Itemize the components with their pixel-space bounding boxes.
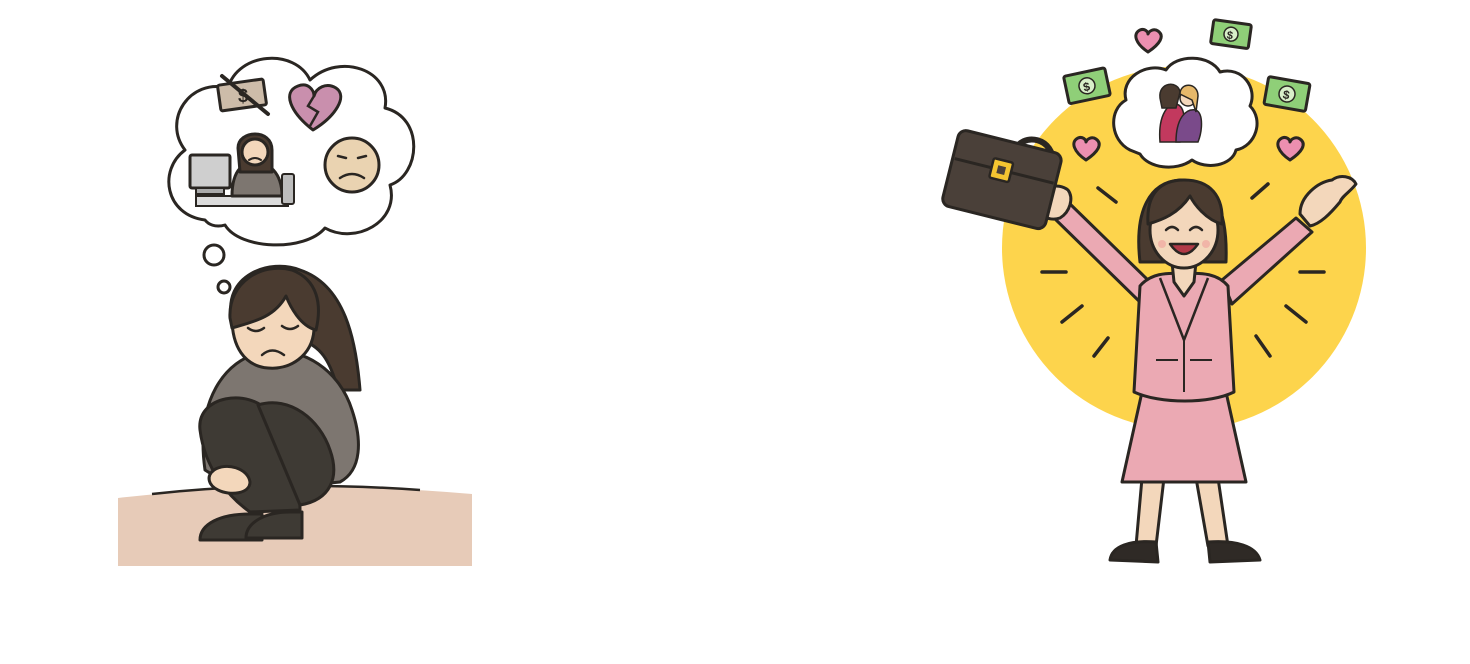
svg-text:$: $ xyxy=(1082,79,1092,94)
sad-woman xyxy=(198,264,362,542)
svg-text:$: $ xyxy=(238,86,248,106)
sad-face-icon xyxy=(323,136,381,194)
sad-scene: $ xyxy=(118,56,472,566)
happy-thought-bubble xyxy=(1112,56,1259,169)
happy-woman xyxy=(1034,175,1358,564)
svg-text:$: $ xyxy=(1226,30,1234,43)
sun-rays xyxy=(1040,182,1326,358)
sad-thought-bubble: $ xyxy=(167,56,416,295)
sad-person-at-computer xyxy=(188,132,295,207)
couple-hugging xyxy=(1158,83,1203,143)
svg-text:$: $ xyxy=(1282,87,1291,102)
heart-icon xyxy=(1072,28,1305,162)
broken-heart-icon xyxy=(288,83,343,132)
dollar-bill-icon: $ $ $ xyxy=(1062,18,1312,113)
briefcase-icon xyxy=(941,129,1063,231)
happy-scene: $ $ $ xyxy=(941,18,1366,564)
no-money-icon: $ xyxy=(216,74,270,116)
